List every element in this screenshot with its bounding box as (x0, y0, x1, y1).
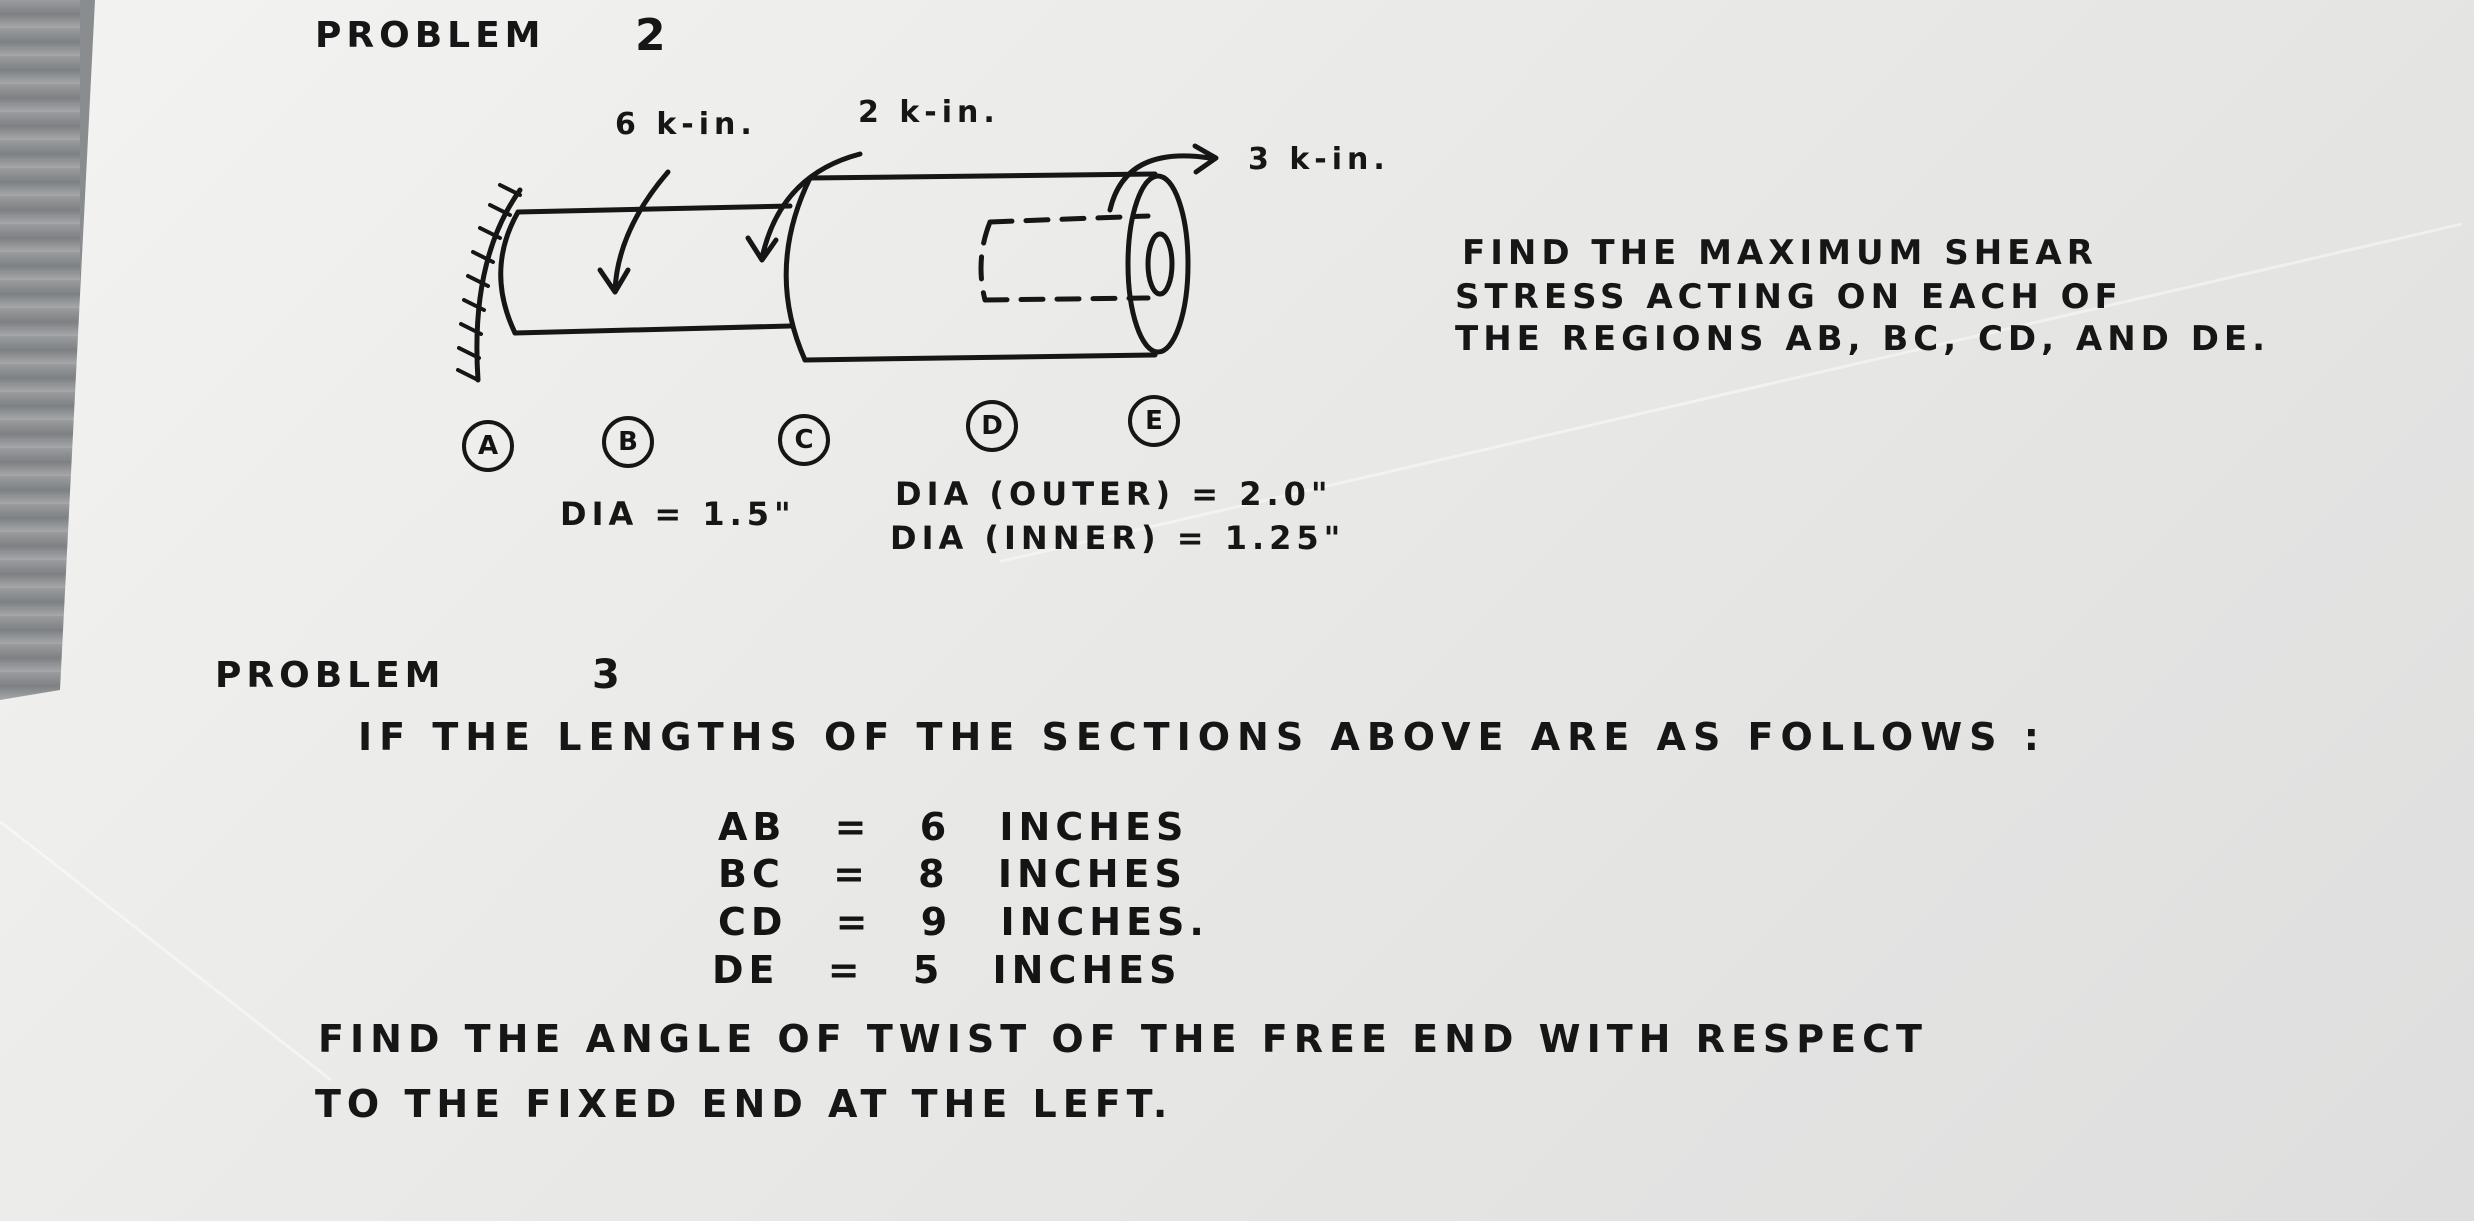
torque-label-e: 3 k-in. (1248, 142, 1390, 177)
length-unit: INCHES (992, 948, 1182, 992)
point-label-e: E (1128, 395, 1180, 447)
segment-name: CD (718, 900, 788, 944)
problem-2-instruction-line-2: STRESS ACTING ON EACH OF (1455, 277, 2123, 317)
hollow-shaft-outer-circle (1125, 173, 1191, 355)
point-label-d: D (966, 400, 1018, 452)
problem-2-instruction-line-1: FIND THE MAXIMUM SHEAR (1462, 233, 2098, 273)
hollow-shaft-inner-circle (1145, 231, 1175, 297)
problem-3-intro: IF THE LENGTHS OF THE SECTIONS ABOVE ARE… (358, 715, 2046, 759)
inner-bore-hidden-line (978, 213, 1151, 303)
segment-length: 8 (918, 852, 950, 896)
length-row-ab: AB = 6 INCHES (718, 805, 1188, 849)
equals-sign: = (834, 805, 872, 849)
solid-shaft-outline (512, 203, 793, 336)
torque-label-b: 6 k-in. (615, 107, 757, 142)
segment-name: AB (718, 805, 787, 849)
point-label-a: A (462, 420, 514, 472)
segment-length: 6 (919, 805, 952, 849)
equals-sign: = (833, 852, 870, 896)
fixed-support-wall (474, 187, 523, 383)
length-row-de: DE = 5 INCHES (712, 948, 1181, 992)
problem-3-title: PROBLEM (215, 655, 446, 696)
length-unit: INCHES (999, 805, 1189, 849)
problem-3-question-line-1: FIND THE ANGLE OF TWIST OF THE FREE END … (318, 1017, 1928, 1061)
torque-arrow-c-head (745, 235, 779, 263)
hollow-shaft-outline (802, 171, 1158, 363)
length-unit: INCHES. (1000, 900, 1209, 944)
torque-arrow-b-head (597, 267, 631, 295)
problem-3-question-line-2: TO THE FIXED END AT THE LEFT. (315, 1082, 1174, 1126)
inner-diameter-label: DIA (INNER) = 1.25" (890, 519, 1346, 557)
segment-length: 5 (912, 948, 945, 992)
length-row-bc: BC = 8 INCHES (718, 852, 1187, 896)
problem-3-number: 3 (592, 652, 625, 698)
outer-diameter-label: DIA (OUTER) = 2.0" (895, 475, 1333, 513)
solid-shaft-left-end (498, 209, 521, 336)
torque-arrow-e (1107, 153, 1213, 213)
torque-arrow-e-head (1192, 143, 1219, 175)
point-label-c: C (778, 414, 830, 466)
torque-label-c: 2 k-in. (858, 95, 1000, 130)
segment-name: DE (712, 948, 780, 992)
point-label-b: B (602, 416, 654, 468)
solid-diameter-label: DIA = 1.5" (560, 495, 796, 533)
equals-sign: = (835, 900, 873, 944)
torque-arrow-b (612, 169, 671, 293)
problem-2-number: 2 (635, 10, 671, 61)
length-row-cd: CD = 9 INCHES. (718, 900, 1209, 944)
hollow-shaft-left-end (783, 175, 813, 363)
length-unit: INCHES (997, 852, 1187, 896)
equals-sign: = (827, 948, 865, 992)
wall-hatching (456, 183, 522, 382)
problem-2-title: PROBLEM (315, 15, 546, 56)
segment-name: BC (718, 852, 785, 896)
torque-arrow-c (759, 151, 863, 261)
problem-2-instruction-line-3: THE REGIONS AB, BC, CD, AND DE. (1455, 319, 2271, 359)
segment-length: 9 (920, 900, 953, 944)
